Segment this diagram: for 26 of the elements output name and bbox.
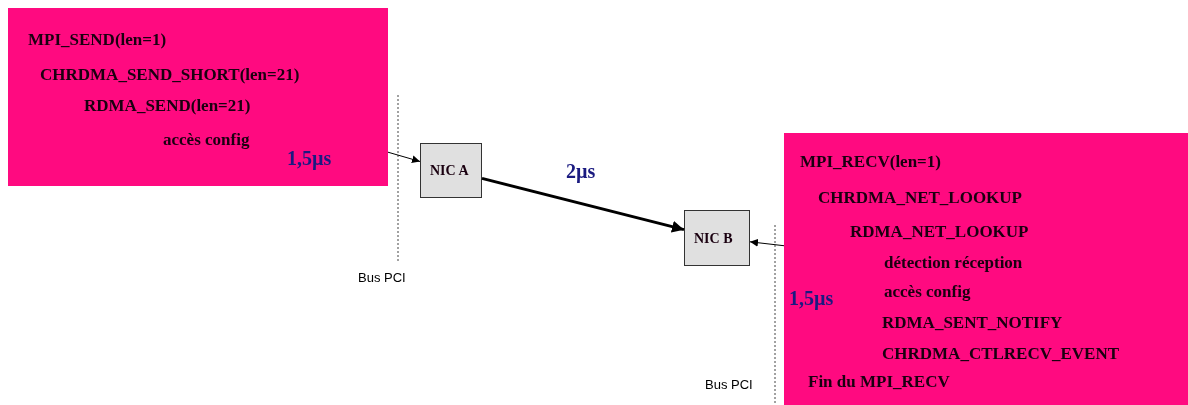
- layer-label: RDMA_SEND(len=21): [84, 96, 251, 116]
- layer-panel: [784, 133, 1188, 405]
- arrow: [481, 176, 685, 233]
- layer-label: CHRDMA_SEND_SHORT(len=21): [40, 65, 300, 85]
- nic-box: [420, 143, 482, 198]
- layer-label: Fin du MPI_RECV: [808, 372, 950, 392]
- layer-label: NIC B: [694, 230, 733, 248]
- arrow: [749, 238, 785, 247]
- layer-label: détection réception: [884, 253, 1023, 273]
- layer-panel: [8, 8, 388, 186]
- edge-label: 1,5µs: [287, 147, 332, 169]
- layer-label: RDMA_SENT_NOTIFY: [882, 313, 1063, 333]
- layer-label: MPI_RECV(len=1): [800, 152, 941, 172]
- bus-label: Bus PCI: [705, 377, 753, 392]
- layer-label: accès config: [884, 282, 971, 302]
- layer-label: RDMA_NET_LOOKUP: [850, 222, 1029, 242]
- edge-label: 2µs: [566, 160, 596, 182]
- layer-label: MPI_SEND(len=1): [28, 30, 167, 50]
- layer-label: CHRDMA_CTLRECV_EVENT: [882, 344, 1120, 364]
- layer-label: NIC A: [430, 162, 469, 180]
- bus-label: Bus PCI: [358, 270, 406, 285]
- arrow: [387, 151, 421, 164]
- nic-box: [684, 210, 750, 266]
- edge-label: 1,5µs: [789, 287, 834, 309]
- layer-label: CHRDMA_NET_LOOKUP: [818, 188, 1022, 208]
- layer-label: accès config: [163, 130, 250, 150]
